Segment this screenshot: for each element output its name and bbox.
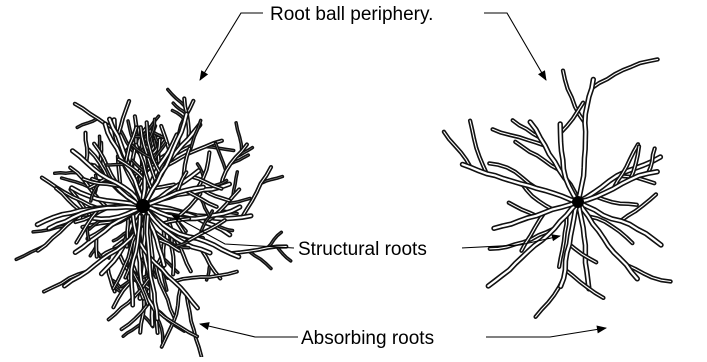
periphery-arrow-left — [200, 13, 263, 80]
left-root-collar — [136, 199, 150, 213]
dense-root-ball — [16, 90, 291, 357]
right-root-branch — [596, 197, 637, 205]
left-root-branch-branch — [77, 119, 98, 128]
sparse-root-system — [444, 59, 671, 316]
periphery-label: Root ball periphery. — [270, 4, 433, 25]
absorbing-arrow-left — [200, 324, 300, 337]
absorbing-arrow-right — [486, 328, 606, 337]
periphery-arrow-right — [484, 13, 546, 80]
right-root-collar — [572, 196, 584, 208]
left-root-branch-branch — [277, 247, 291, 261]
right-root-branch — [592, 59, 658, 88]
structural-label: Structural roots — [298, 239, 427, 260]
absorbing-label: Absorbing roots — [301, 328, 434, 349]
left-root-branch-core — [242, 167, 271, 217]
